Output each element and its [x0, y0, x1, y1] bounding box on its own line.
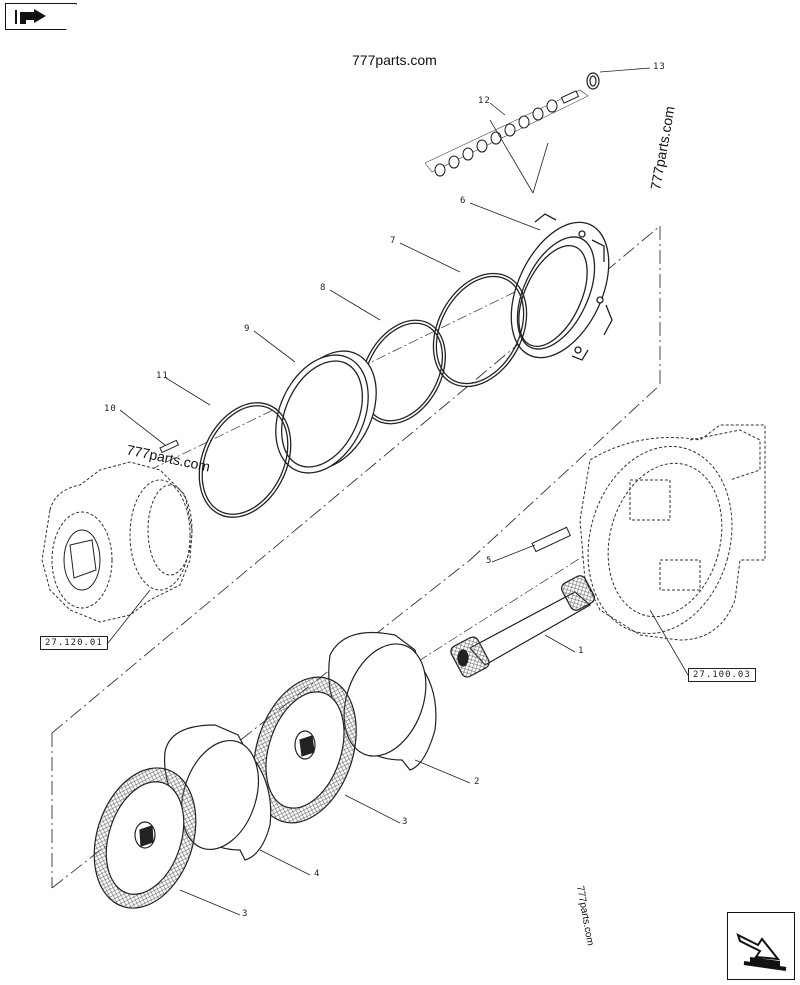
prev-page-icon	[15, 9, 46, 24]
part-5-pin	[531, 526, 571, 553]
callout-7: 7	[390, 236, 397, 246]
callout-8: 8	[320, 283, 327, 293]
callout-3-upper: 3	[402, 817, 409, 827]
left-hub-assembly	[41, 461, 193, 623]
part-10-pin	[159, 439, 180, 454]
callout-1: 1	[578, 646, 585, 656]
reference-box-right[interactable]: 27.100.03	[688, 668, 756, 682]
part-7-ring	[432, 272, 528, 388]
callout-13: 13	[653, 62, 666, 72]
right-housing	[579, 424, 766, 641]
part-12-spring-set	[424, 89, 589, 177]
part-6-piston-housing	[510, 213, 613, 361]
prev-page-button[interactable]	[5, 3, 77, 30]
callout-6: 6	[460, 196, 467, 206]
reference-box-left[interactable]: 27.120.01	[40, 636, 108, 650]
part-3-friction-disc-upper	[253, 676, 357, 824]
callout-9: 9	[244, 324, 251, 334]
next-page-icon	[736, 933, 787, 971]
part-1-shaft	[450, 575, 596, 678]
callout-3-lower: 3	[242, 909, 249, 919]
callout-12: 12	[478, 96, 491, 106]
part-11-ring	[198, 402, 292, 518]
watermark-top: 777parts.com	[352, 52, 437, 68]
part-3-friction-disc-lower	[93, 767, 197, 909]
callout-4: 4	[314, 869, 321, 879]
part-8-ring	[360, 319, 446, 425]
callout-bracket-12	[489, 119, 549, 194]
callout-11: 11	[156, 371, 169, 381]
part-9-seal	[275, 350, 377, 474]
part-13-oring	[586, 72, 600, 90]
callout-5: 5	[486, 556, 493, 566]
callout-10: 10	[104, 404, 117, 414]
leader-lines	[107, 67, 689, 916]
next-page-button[interactable]	[727, 912, 795, 980]
callout-2: 2	[474, 777, 481, 787]
